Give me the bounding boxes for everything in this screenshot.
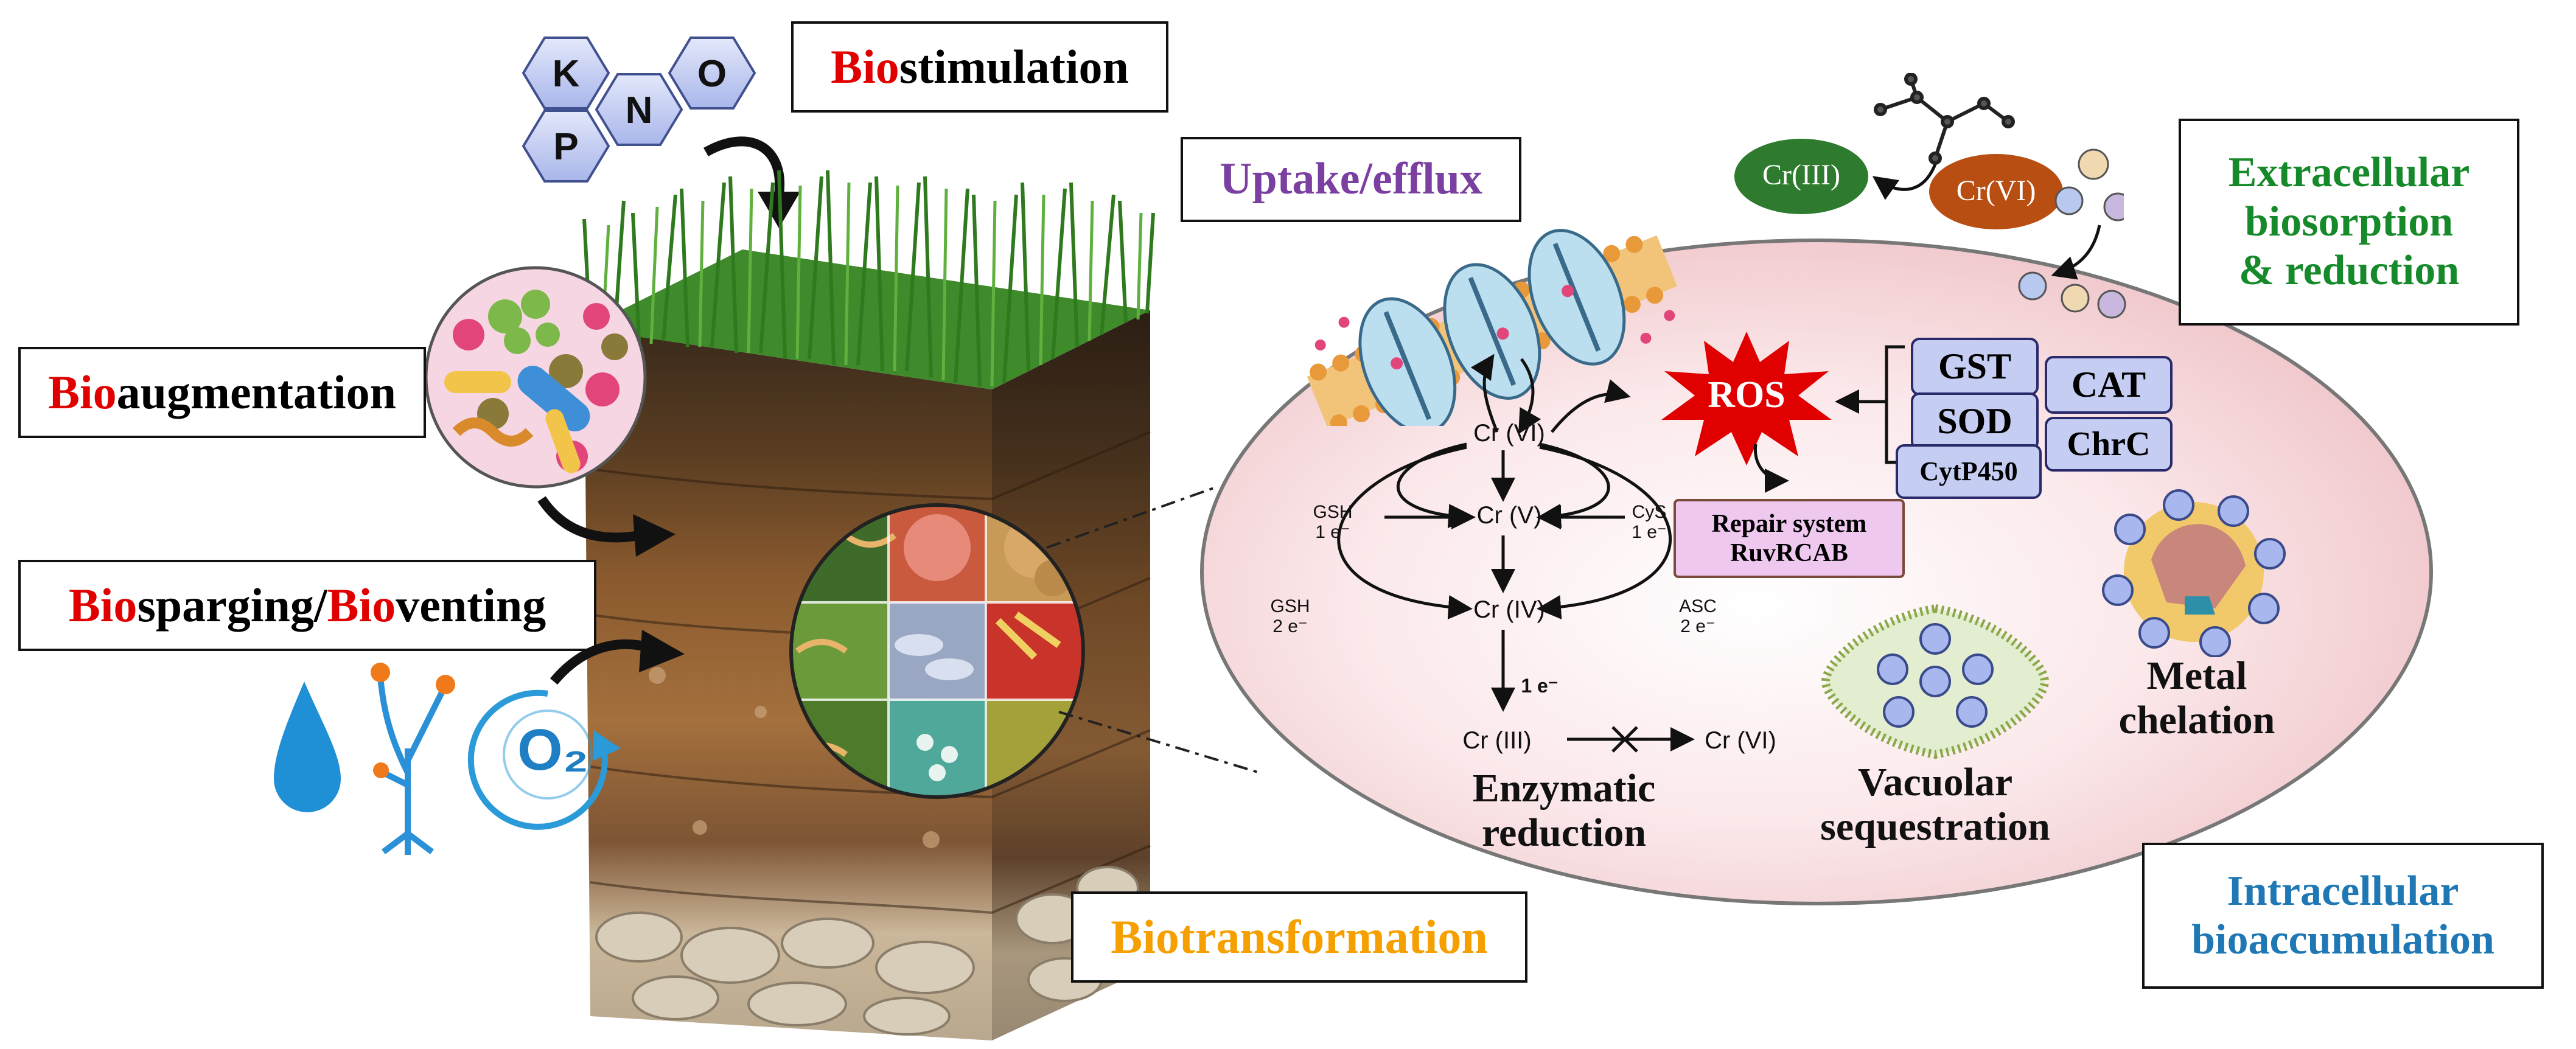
biosparging-bioventing-label: Biosparging/Bioventing [18, 560, 596, 651]
cr-iii-label: Cr (III) [1462, 727, 1532, 754]
cr-v-label: Cr (V) [1476, 502, 1542, 529]
hexagon-n [595, 73, 683, 146]
metal-chelation-icon [2102, 489, 2286, 657]
hexagon-o [668, 37, 756, 110]
enzyme-cat: CAT [2045, 356, 2173, 414]
hexagon-k [522, 37, 610, 110]
water-plant-oxygen-group [274, 663, 621, 855]
cr-vi-end-label: Cr (VI) [1705, 727, 1776, 754]
cr-vi-ext-label: Cr(VI) [1956, 175, 2036, 207]
water-drop-icon [274, 681, 341, 812]
ros-label: ROS [1708, 374, 1785, 416]
vacuole-icon [1821, 604, 2050, 759]
nutrient-k: K [553, 53, 580, 95]
microbe-mosaic-circle [789, 503, 1085, 799]
intracellular-label: Intracellular bioaccumulation [2142, 843, 2544, 989]
uptake-efflux-label: Uptake/efflux [1181, 137, 1521, 222]
biotransformation-label: Biotransformation [1071, 891, 1527, 983]
bioaugmentation-label: Bioaugmentation [18, 347, 426, 438]
enzyme-sod: SOD [1911, 392, 2039, 450]
bioaugmentation-arrow [537, 496, 675, 557]
extracellular-spheres-lower [2018, 271, 2126, 319]
extracellular-label: Extracellular biosorption & reduction [2179, 119, 2519, 326]
enzyme-cytp450: CytP450 [1896, 444, 2042, 499]
microbe-consortium-circle [424, 266, 647, 489]
nutrient-p: P [553, 126, 578, 168]
membrane-transporters [1307, 229, 1678, 426]
hexagon-p [522, 110, 610, 183]
biosparging-arrow [550, 630, 685, 685]
fungus-plant-icon [377, 675, 447, 855]
chromium-reduction-pathway [1337, 354, 1695, 753]
one-electron-label: 1 e⁻ [1521, 675, 1559, 697]
nutrient-n: N [626, 89, 653, 131]
cr-iii-ext-label: Cr(III) [1762, 159, 1840, 191]
nutrient-o: O [697, 53, 727, 95]
nutrient-hexagons: K O N P [522, 37, 756, 183]
oxygen-cycle-icon [467, 689, 621, 830]
biostimulation-label: Biostimulation [791, 21, 1168, 113]
soil-block [582, 170, 1155, 1040]
cr-vi-label: Cr (VI) [1473, 420, 1545, 447]
cr-vi-ext-ellipse [1929, 154, 2063, 229]
enzyme-chrc: ChrC [2045, 417, 2173, 472]
ros-burst-icon [1661, 332, 1832, 465]
extracellular-reduction-graphic [1734, 73, 2124, 280]
enzyme-gst: GST [1911, 338, 2039, 396]
oxygen-label: O₂ [517, 717, 589, 782]
cr-iv-label: Cr (IV) [1473, 596, 1545, 623]
cr-iii-ext-ellipse [1734, 139, 1868, 214]
